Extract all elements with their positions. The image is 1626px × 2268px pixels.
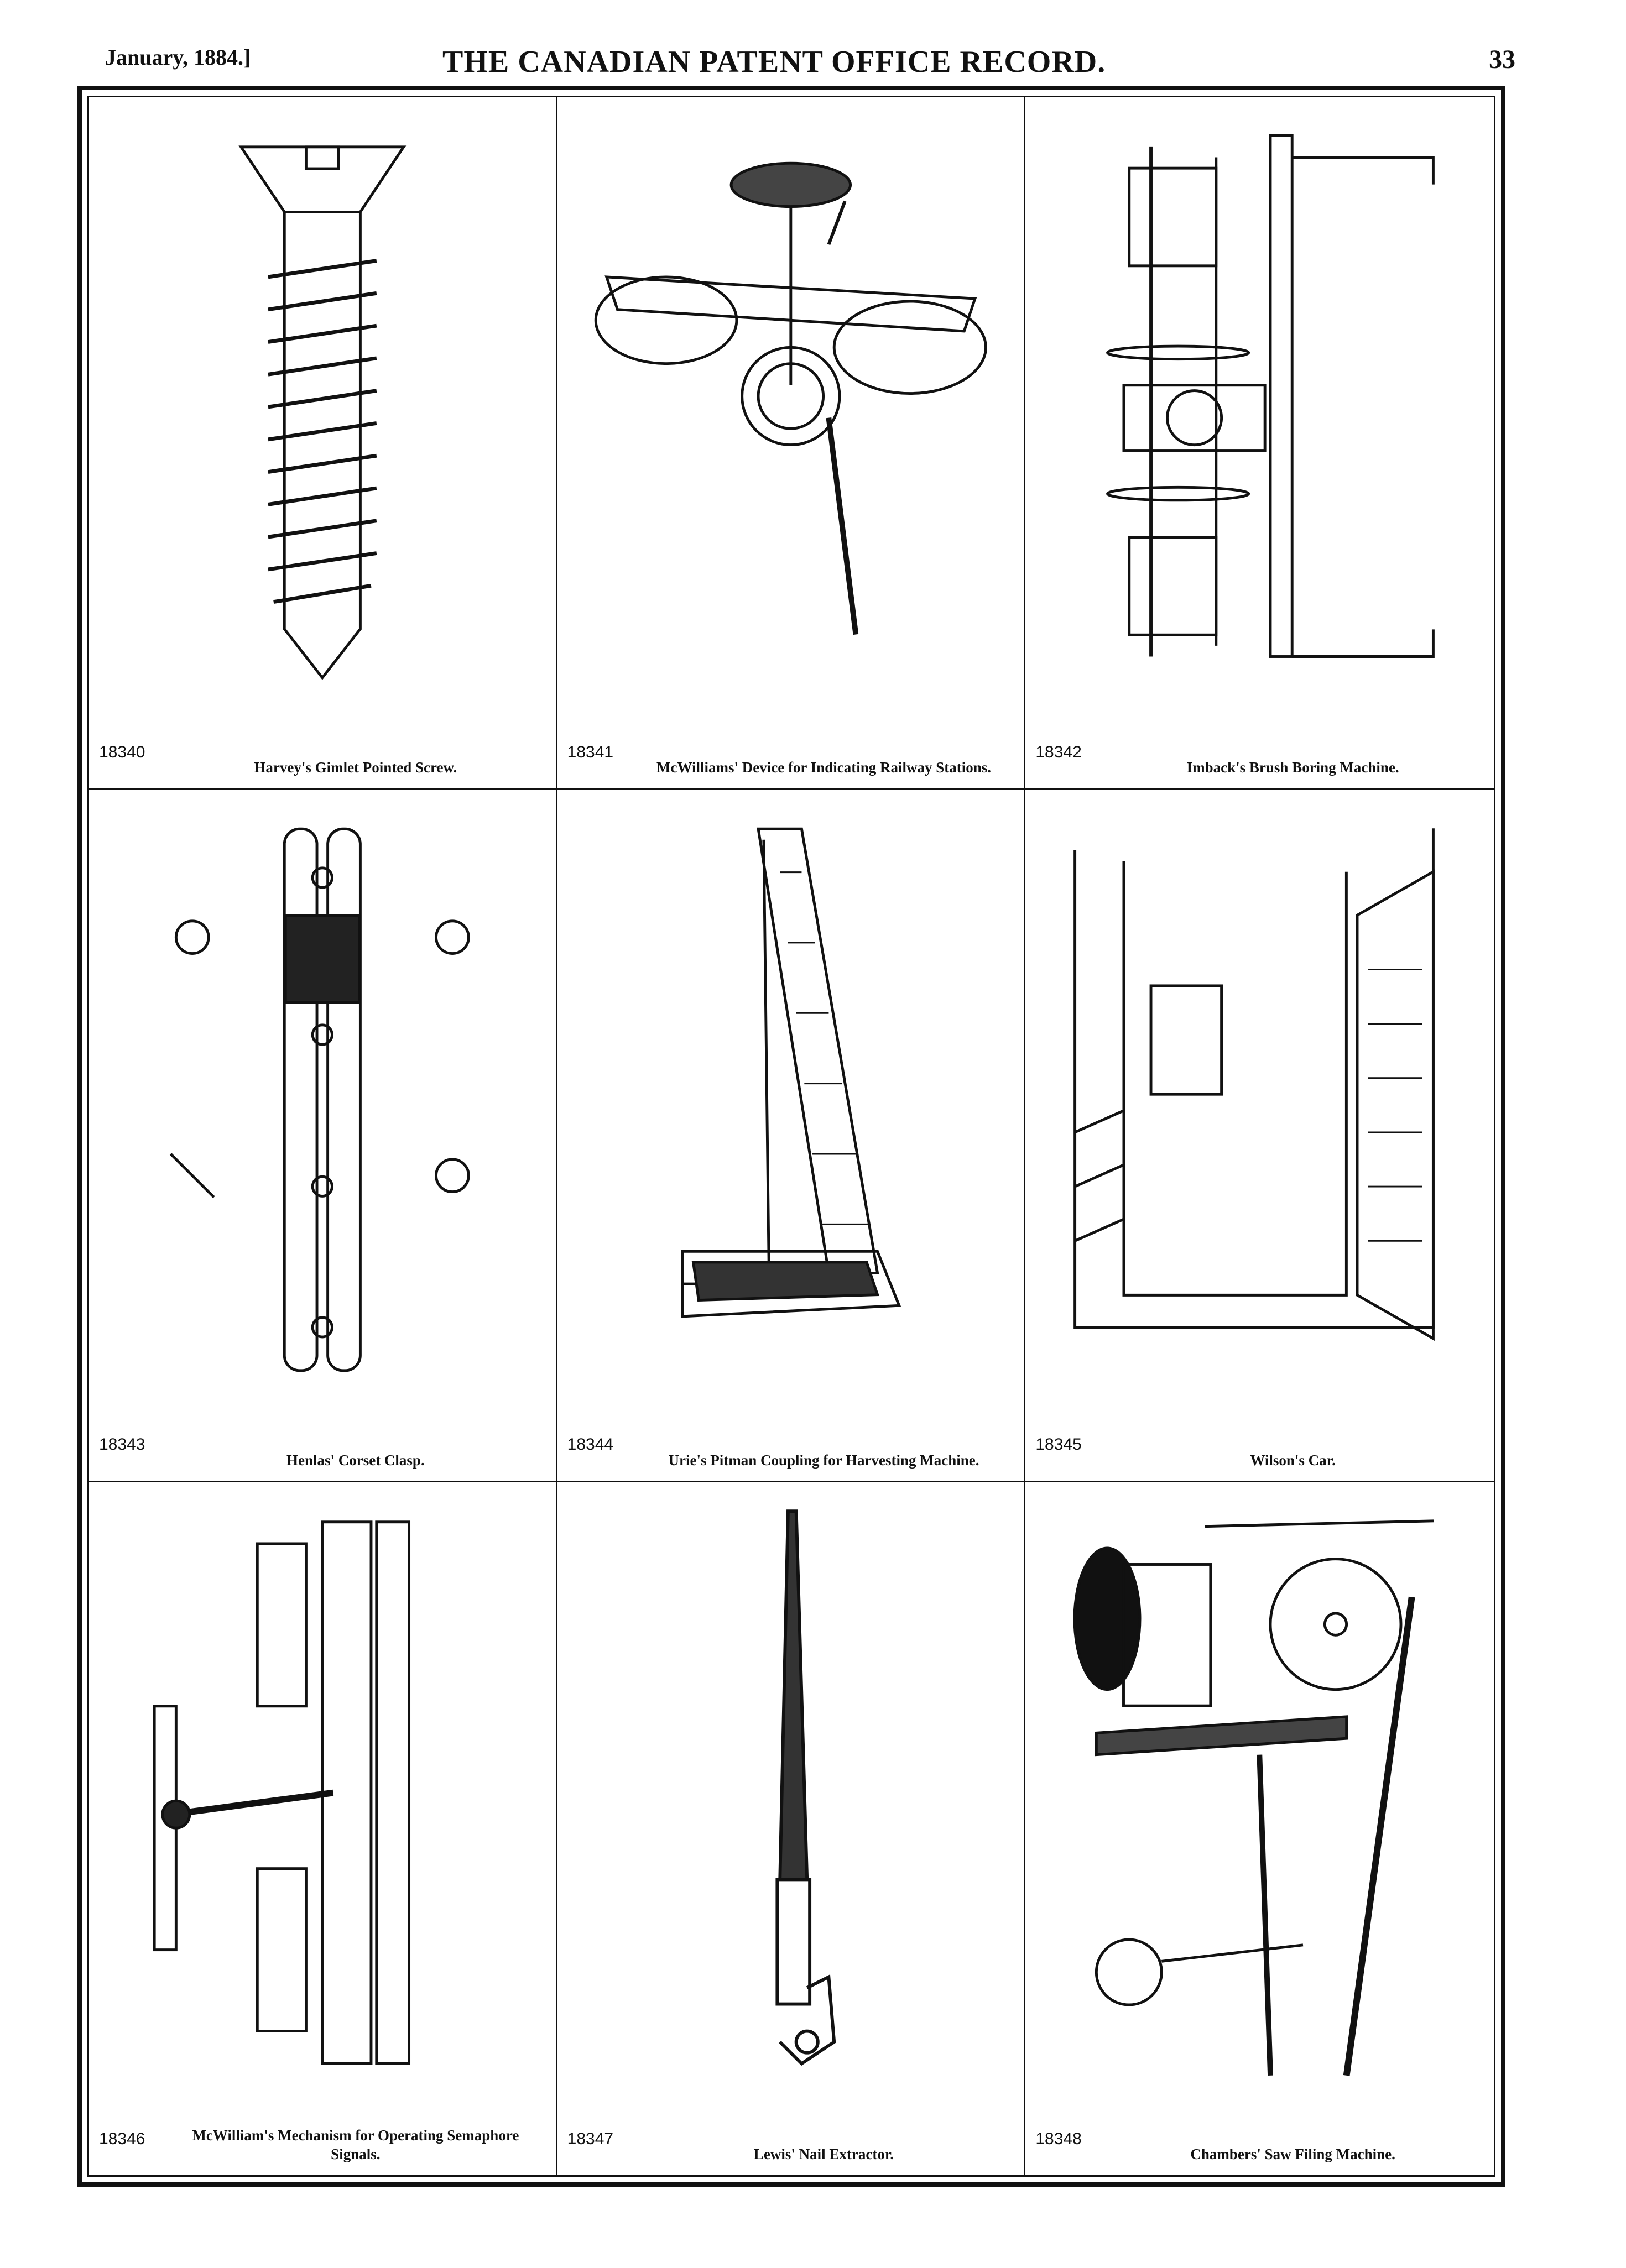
patent-caption: Lewis' Nail Extractor. — [753, 2146, 894, 2163]
patent-grid: 18340 Harvey's Gimlet Pointed Screw. — [89, 97, 1494, 2175]
patent-cell: 18341 McWilliams' Device for Indicating … — [557, 97, 1026, 790]
patent-cell: 18344 Urie's Pitman Coupling for Harvest… — [557, 790, 1026, 1483]
patent-number: 18340 — [99, 743, 145, 761]
patent-cell: 18340 Harvey's Gimlet Pointed Screw. — [89, 97, 557, 790]
patent-cell: 18343 Henlas' Corset Clasp. — [89, 790, 557, 1483]
patent-caption: Wilson's Car. — [1250, 1451, 1336, 1469]
patent-caption: McWilliam's Mechanism for Operating Sema… — [192, 2127, 519, 2163]
patent-caption: Urie's Pitman Coupling for Harvesting Ma… — [668, 1451, 979, 1469]
patent-cell: 18342 Imback's Brush Boring Machine. — [1025, 97, 1494, 790]
patent-caption: McWilliams' Device for Indicating Railwa… — [656, 759, 991, 776]
issue-date: January, 1884.] — [105, 45, 251, 70]
gimlet-screw-drawing — [106, 114, 539, 711]
semaphore-mechanism-drawing — [106, 1499, 539, 2098]
page-header: January, 1884.] THE CANADIAN PATENT OFFI… — [100, 39, 1515, 88]
patent-number: 18345 — [1035, 1435, 1082, 1454]
pitman-coupling-drawing — [574, 807, 1008, 1404]
brush-boring-machine-drawing — [1042, 114, 1477, 711]
patent-caption: Imback's Brush Boring Machine. — [1186, 759, 1399, 776]
patent-number: 18343 — [99, 1435, 145, 1454]
nail-extractor-drawing — [574, 1499, 1008, 2098]
patent-number: 18347 — [567, 2129, 614, 2148]
patent-number: 18346 — [99, 2129, 145, 2148]
patent-cell: 18348 Chambers' Saw Filing Machine. — [1025, 1482, 1494, 2175]
patent-number: 18341 — [567, 743, 614, 761]
saw-filing-machine-drawing — [1042, 1499, 1477, 2098]
corset-clasp-drawing — [106, 807, 539, 1404]
railway-indicator-drawing — [574, 114, 1008, 711]
page-number: 33 — [1489, 45, 1515, 74]
patent-cell: 18345 Wilson's Car. — [1025, 790, 1494, 1483]
patent-cell: 18347 Lewis' Nail Extractor. — [557, 1482, 1026, 2175]
patent-frame: 18340 Harvey's Gimlet Pointed Screw. — [77, 86, 1505, 2187]
publication-title: THE CANADIAN PATENT OFFICE RECORD. — [442, 45, 1106, 79]
patent-number: 18348 — [1035, 2129, 1082, 2148]
patent-cell: 18346 McWilliam's Mechanism for Operatin… — [89, 1482, 557, 2175]
patent-caption: Chambers' Saw Filing Machine. — [1190, 2146, 1395, 2163]
patent-number: 18344 — [567, 1435, 614, 1454]
railway-car-drawing — [1042, 807, 1477, 1404]
patent-number: 18342 — [1035, 743, 1082, 761]
patent-caption: Harvey's Gimlet Pointed Screw. — [254, 759, 457, 776]
patent-caption: Henlas' Corset Clasp. — [286, 1451, 425, 1469]
